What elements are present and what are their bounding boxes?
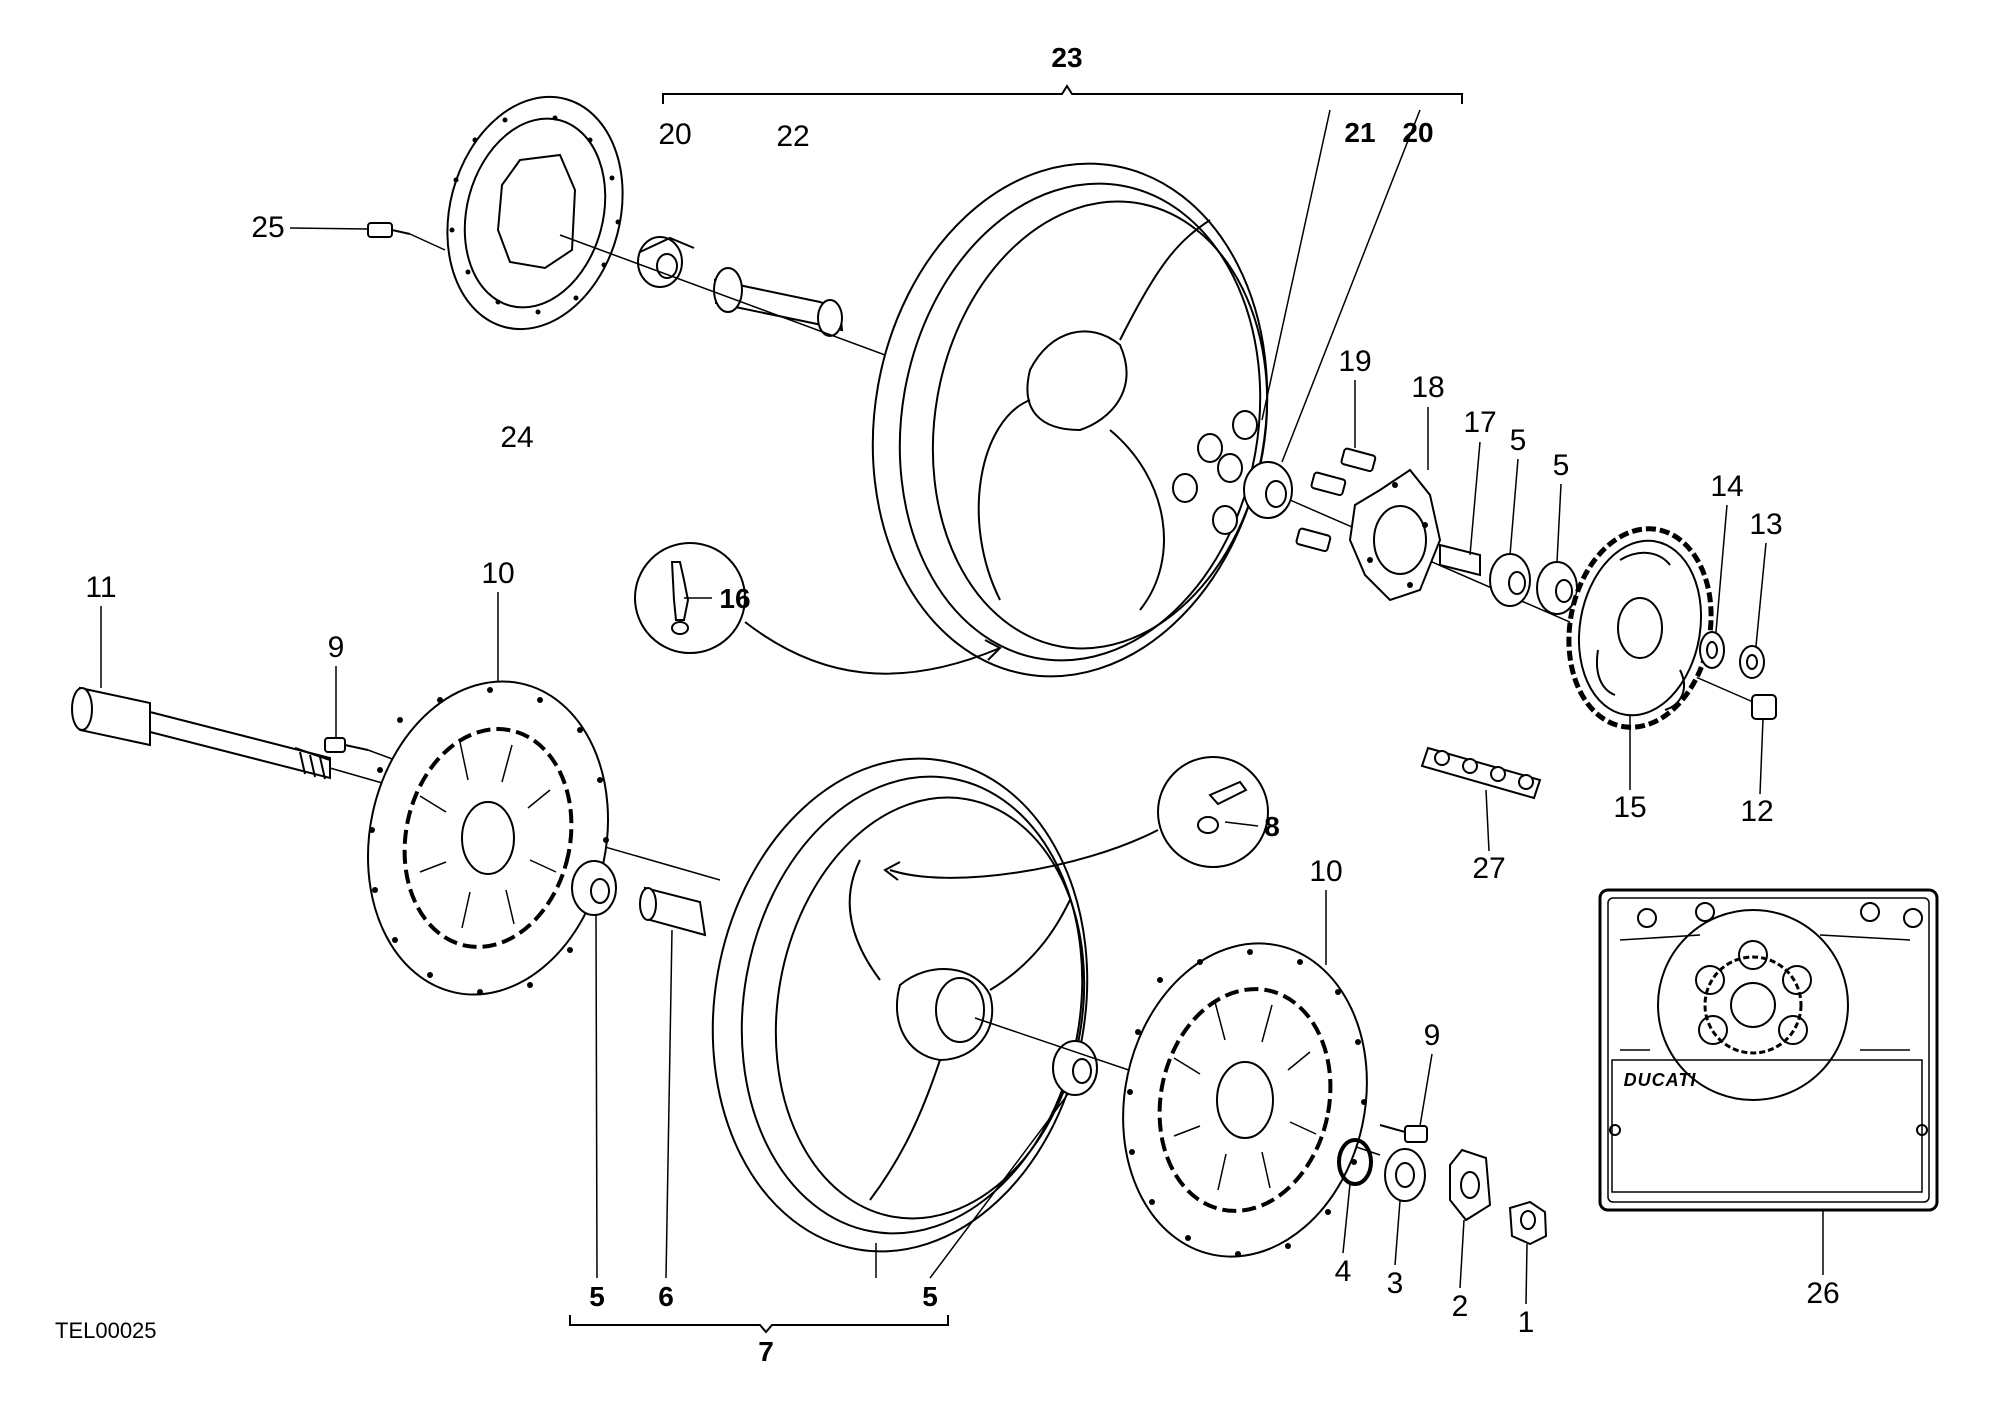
callout-l7: 7 bbox=[758, 1336, 774, 1367]
valve-detail-16 bbox=[634, 542, 1002, 675]
callout-l23: 23 bbox=[1051, 42, 1083, 73]
rear-bearing-right bbox=[1243, 461, 1293, 519]
studs-19 bbox=[1295, 380, 1377, 553]
bracket-23 bbox=[662, 84, 1463, 104]
front-disc-left bbox=[366, 592, 610, 996]
bracket-7 bbox=[569, 1315, 949, 1334]
callout-l25: 25 bbox=[251, 211, 285, 244]
sprocket-carrier-18 bbox=[1348, 407, 1442, 602]
callout-l15: 15 bbox=[1613, 791, 1647, 824]
chain-link-27 bbox=[1420, 746, 1542, 852]
front-disc-right bbox=[1122, 890, 1368, 1258]
callout-l12: 12 bbox=[1740, 795, 1774, 828]
spacer-6 bbox=[639, 886, 707, 1279]
shaft-17 bbox=[1439, 441, 1481, 577]
washer-13 bbox=[1739, 542, 1767, 679]
drawing-code: TEL00025 bbox=[55, 1318, 157, 1343]
rear-bearing-left bbox=[637, 236, 695, 288]
callout-l5b: 5 bbox=[1552, 449, 1570, 482]
bolt-9-right bbox=[1379, 1053, 1433, 1143]
callout-l10b: 10 bbox=[1309, 855, 1343, 888]
front-wheel bbox=[711, 757, 1089, 1278]
callout-l4: 4 bbox=[1334, 1255, 1352, 1288]
callout-l9b: 9 bbox=[1423, 1019, 1441, 1052]
callout-l11: 11 bbox=[85, 571, 117, 604]
callout-l21: 21 bbox=[1344, 117, 1376, 148]
callout-l1: 1 bbox=[1517, 1306, 1535, 1339]
bolt-9-left bbox=[324, 666, 396, 761]
decal-plate-26 bbox=[1598, 888, 1939, 1275]
callout-l2: 2 bbox=[1451, 1290, 1469, 1323]
callout-l5a: 5 bbox=[1509, 424, 1527, 457]
callout-l17: 17 bbox=[1463, 406, 1497, 439]
callout-l20a: 20 bbox=[658, 118, 692, 151]
valve-detail-8 bbox=[883, 756, 1269, 881]
nut-12 bbox=[1751, 694, 1777, 795]
spacer-22 bbox=[713, 267, 844, 337]
bolt-25 bbox=[289, 222, 446, 251]
callout-l10a: 10 bbox=[481, 557, 515, 590]
seal-3 bbox=[1384, 1148, 1426, 1266]
callout-l3: 3 bbox=[1386, 1267, 1404, 1300]
callout-l8: 8 bbox=[1264, 811, 1280, 842]
nut-1 bbox=[1508, 1200, 1548, 1305]
washer-14 bbox=[1699, 504, 1728, 669]
callout-l6: 6 bbox=[658, 1281, 674, 1312]
callout-l16: 16 bbox=[719, 583, 751, 614]
callout-l27: 27 bbox=[1472, 852, 1506, 885]
callout-l22: 22 bbox=[776, 120, 810, 153]
leader-21 bbox=[1261, 109, 1331, 421]
front-bearing-left bbox=[571, 860, 617, 1279]
callout-l24: 24 bbox=[500, 421, 534, 454]
plate-brand-text: DUCATI bbox=[1623, 1070, 1697, 1090]
callout-l19: 19 bbox=[1338, 345, 1372, 378]
leader-20 bbox=[1281, 109, 1421, 463]
spacer-2 bbox=[1449, 1148, 1492, 1289]
rear-wheel bbox=[871, 162, 1269, 678]
callout-l26: 26 bbox=[1806, 1277, 1840, 1310]
callout-l9a: 9 bbox=[327, 631, 345, 664]
cush-drive-rubbers bbox=[1172, 410, 1258, 535]
callout-l5c: 5 bbox=[589, 1281, 605, 1312]
callout-l20b: 20 bbox=[1402, 117, 1434, 148]
snap-ring-4 bbox=[1337, 1138, 1373, 1254]
callout-l13: 13 bbox=[1749, 508, 1783, 541]
rear-hub-bearings bbox=[1489, 458, 1578, 615]
callout-l18: 18 bbox=[1411, 371, 1445, 404]
rear-brake-disc bbox=[446, 95, 624, 331]
callout-l14: 14 bbox=[1710, 470, 1744, 503]
callout-l5d: 5 bbox=[922, 1281, 938, 1312]
